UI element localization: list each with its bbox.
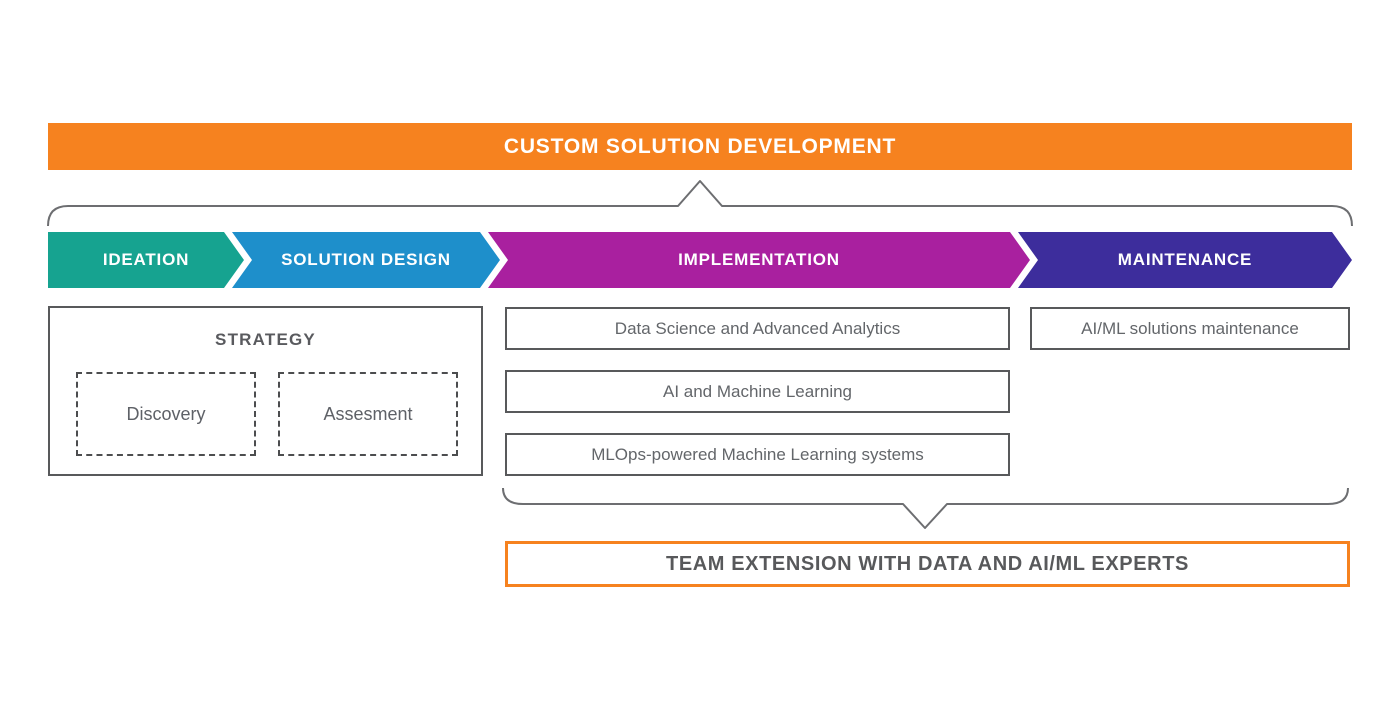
implementation-item-label: Data Science and Advanced Analytics bbox=[614, 318, 901, 338]
stage-chevron-maintenance: MAINTENANCE bbox=[1018, 232, 1352, 288]
implementation-item-mlops: MLOps-powered Machine Learning systems bbox=[505, 433, 1010, 476]
stage-chevron-implementation: IMPLEMENTATION bbox=[488, 232, 1030, 288]
top-brace bbox=[47, 180, 1353, 227]
team-extension-title: TEAM EXTENSION WITH DATA AND AI/ML EXPER… bbox=[666, 552, 1189, 575]
team-extension-banner: TEAM EXTENSION WITH DATA AND AI/ML EXPER… bbox=[505, 541, 1350, 587]
stage-label-maintenance: MAINTENANCE bbox=[1117, 250, 1253, 269]
discovery-label: Discovery bbox=[126, 403, 206, 424]
bottom-brace bbox=[502, 487, 1349, 529]
header-title: CUSTOM SOLUTION DEVELOPMENT bbox=[503, 134, 897, 158]
implementation-item-label: MLOps-powered Machine Learning systems bbox=[591, 444, 924, 464]
header-banner: CUSTOM SOLUTION DEVELOPMENT bbox=[48, 123, 1352, 170]
implementation-item-data-science: Data Science and Advanced Analytics bbox=[505, 307, 1010, 350]
maintenance-item-label: AI/ML solutions maintenance bbox=[1081, 318, 1299, 338]
implementation-item-ai-ml: AI and Machine Learning bbox=[505, 370, 1010, 413]
strategy-title: STRATEGY bbox=[215, 330, 316, 349]
stage-label-ideation: IDEATION bbox=[102, 250, 190, 269]
maintenance-item-solutions-maintenance: AI/ML solutions maintenance bbox=[1030, 307, 1350, 350]
stage-label-solution-design: SOLUTION DESIGN bbox=[281, 250, 451, 269]
stage-label-implementation: IMPLEMENTATION bbox=[678, 250, 840, 269]
strategy-item-discovery: Discovery bbox=[76, 372, 256, 456]
stage-chevron-ideation: IDEATION bbox=[48, 232, 244, 288]
implementation-item-label: AI and Machine Learning bbox=[662, 381, 853, 401]
strategy-panel: STRATEGY Discovery Assesment bbox=[48, 306, 483, 476]
strategy-item-assesment: Assesment bbox=[278, 372, 458, 456]
stage-chevron-solution-design: SOLUTION DESIGN bbox=[232, 232, 500, 288]
assesment-label: Assesment bbox=[323, 403, 413, 424]
